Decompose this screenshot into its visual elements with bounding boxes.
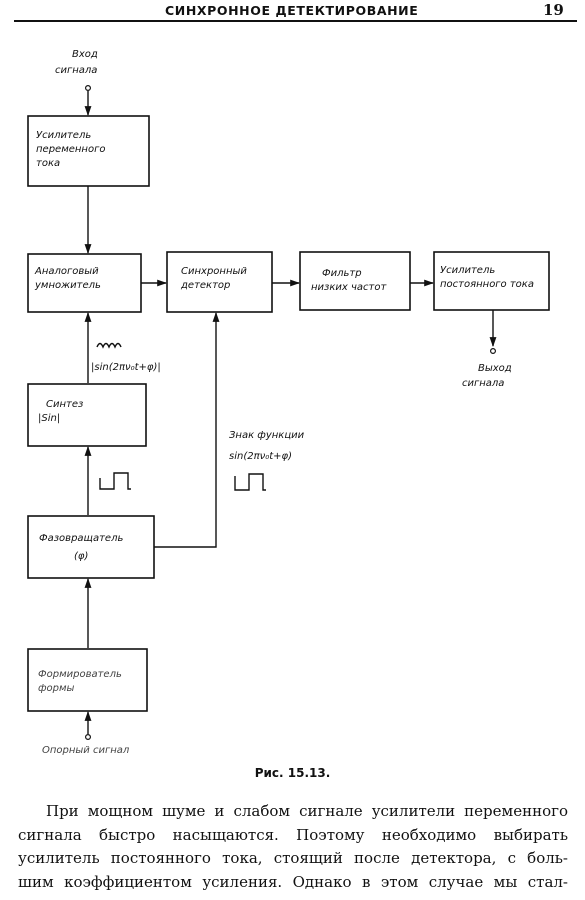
shaper-label-2: формы [38,683,75,694]
output-label-line-1: Выход [478,363,512,374]
ac-amplifier-block [27,115,150,187]
ac-amp-label-2: переменного [36,144,105,155]
multiplier-label-2: умножитель [34,280,101,291]
filter-label-2: низких частот [311,282,387,293]
shaper-label-1: Формирователь [38,669,122,680]
shaper-block [27,648,148,712]
output-label-line-2: сигнала [462,378,504,389]
ac-amp-label-1: Усилитель [36,130,91,141]
phase-label-1: Фазовращатель [39,533,123,544]
square-wave-right [234,473,266,491]
abs-sine-waveform [96,342,122,349]
dc-amplifier-block [433,251,550,311]
body-line-4: шим коэффициентом усиления. Однако в это… [18,872,568,891]
phase-label-2: (φ) [74,551,88,562]
body-line-3: усилитель постоянного тока, стоящий посл… [18,849,568,867]
synth-block [27,383,147,447]
sign-label-2: sin(2πν₀t+φ) [229,451,292,462]
body-paragraph: При мощном шуме и слабом сигнале усилите… [18,800,568,894]
block-diagram: Вход сигнала Усилитель переменного тока … [27,49,550,756]
reference-label: Опорный сигнал [42,745,130,756]
dc-amp-label-2: постоянного тока [440,279,534,290]
page-header: СИНХРОННОЕ ДЕТЕКТИРОВАНИЕ 19 [0,0,585,22]
reference-terminal [84,733,91,740]
wire-phase-to-detector [154,312,220,548]
multiplier-label-1: Аналоговый [34,266,99,277]
synth-label-1: Синтез [46,399,83,410]
input-label-line-1: Вход [72,49,98,60]
synth-label-2: |Sin| [38,413,60,424]
abs-sine-label: |sin(2πν₀t+φ)| [91,362,161,373]
square-wave-left [99,472,131,490]
output-terminal [490,348,497,355]
lowpass-filter-block [299,251,411,311]
sign-label-1: Знак функции [229,430,305,441]
dc-amp-label-1: Усилитель [440,265,495,276]
filter-label-1: Фильтр [322,268,362,279]
ac-amp-label-3: тока [36,158,60,169]
header-rule [14,20,577,22]
sync-detector-block [166,251,273,313]
detector-label-1: Синхронный [181,266,247,277]
figure-caption: Рис. 15.13. [254,766,331,780]
body-line-1: При мощном шуме и слабом сигнале усилите… [46,802,568,820]
input-label-line-2: сигнала [55,65,97,76]
running-head: СИНХРОННОЕ ДЕТЕКТИРОВАНИЕ [165,3,419,18]
body-line-2: сигнала быстро насыщаются. Поэтому необх… [18,825,568,844]
phase-shifter-block [27,515,155,579]
page-number: 19 [543,1,564,19]
detector-label-2: детектор [180,280,230,291]
input-terminal [84,84,91,91]
